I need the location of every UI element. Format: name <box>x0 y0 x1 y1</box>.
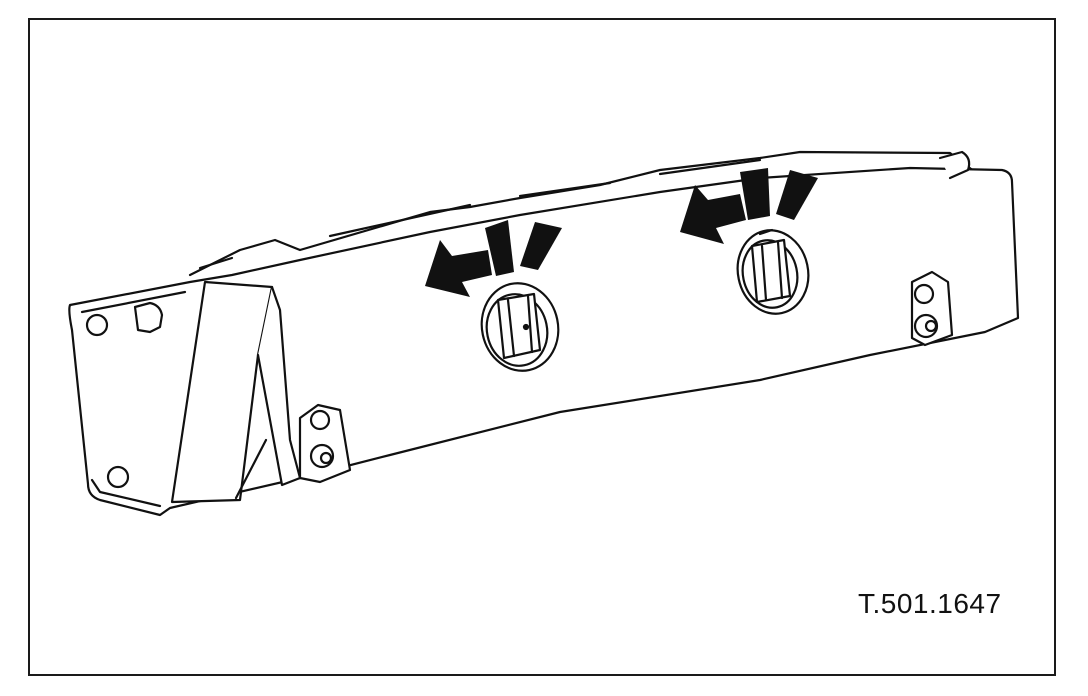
right-bracket <box>910 270 954 347</box>
indicator-bar-right-1 <box>740 168 770 220</box>
figure-frame <box>28 18 1056 676</box>
mount-hole-left-bottom <box>106 465 130 489</box>
indicator-bar-right-2 <box>776 170 818 220</box>
indicator-bar-left-2 <box>520 222 562 270</box>
control-knob-right[interactable] <box>730 224 816 321</box>
indicator-bar-left-1 <box>485 220 514 276</box>
mount-boss-left <box>133 301 164 334</box>
lower-bracket <box>298 403 352 484</box>
arrow-right-icon <box>680 185 746 244</box>
rotation-indicator-right <box>680 168 818 244</box>
rotation-indicator-left <box>425 220 562 297</box>
corner-tab <box>938 150 971 180</box>
figure-reference-label: T.501.1647 <box>858 588 1002 619</box>
control-knob-left[interactable] <box>474 276 567 378</box>
mount-hole-left-top <box>85 313 109 337</box>
front-panel-fold <box>170 280 302 504</box>
arrow-left-icon <box>425 240 492 297</box>
housing-inner-edge <box>80 290 187 508</box>
